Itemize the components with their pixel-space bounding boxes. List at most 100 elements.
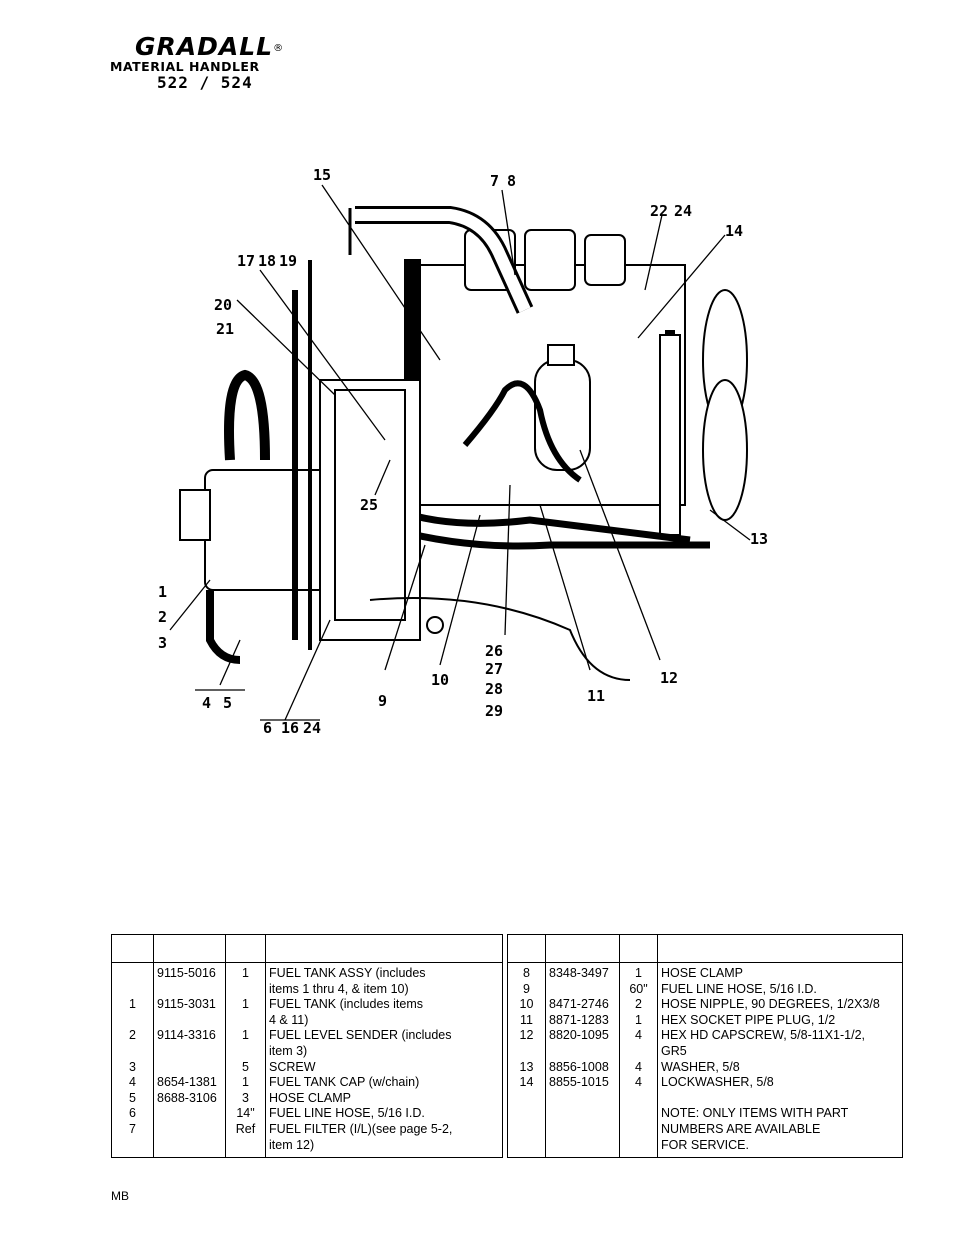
table-cell-text: 60" <box>629 981 648 996</box>
table-cell-text <box>226 1013 265 1029</box>
table-cell-text <box>620 1106 657 1122</box>
table-cell-text <box>620 1122 657 1138</box>
table-cell-text: 9115-3031 <box>157 997 216 1012</box>
table-cell-text: SCREW <box>269 1059 316 1074</box>
table-cell-text <box>112 966 153 982</box>
callout-label: 11 <box>587 687 605 705</box>
table-cell-text: GR5 <box>661 1043 687 1058</box>
table-cell-text <box>549 1091 619 1107</box>
table-cell-text <box>226 1044 265 1060</box>
callout-label: 19 <box>279 252 297 270</box>
header-cell <box>545 934 620 963</box>
table-cell-text: FUEL TANK ASSY (includes <box>269 966 426 980</box>
table-cell-text: 14 <box>519 1075 534 1090</box>
table-cell-text: FOR SERVICE. <box>661 1137 749 1152</box>
table-cell-text: NOTE: ONLY ITEMS WITH PART <box>661 1106 849 1121</box>
callout-label: 14 <box>725 222 743 240</box>
table-cell-text: 8856-1008 <box>549 1059 609 1074</box>
callout-label: 2 <box>158 608 167 626</box>
footer-code: MB <box>111 1189 129 1203</box>
callout-label: 3 <box>158 634 167 652</box>
leader-lines <box>169 184 751 721</box>
table-cell-text: 9 <box>523 981 530 996</box>
table-cell-text: 8688-3106 <box>157 1090 217 1105</box>
table-cell-text: HOSE CLAMP <box>661 966 743 980</box>
callout-label: 4 <box>202 694 211 712</box>
table-cell-text: 3 <box>242 1090 249 1105</box>
table-cell-text <box>157 1138 225 1154</box>
table-cell-text: 11 <box>520 1012 533 1027</box>
callout-label: 6 <box>263 719 272 737</box>
engine-drawing <box>179 206 748 681</box>
callout-label: 24 <box>303 719 321 737</box>
table-cell-text: LOCKWASHER, 5/8 <box>661 1075 774 1090</box>
table-cell-text <box>549 1138 619 1154</box>
table-cell-text: items 1 thru 4, & item 10) <box>269 981 409 996</box>
callout-label: 26 <box>485 642 503 660</box>
table-cell-text: 1 <box>242 1075 249 1090</box>
header-cell <box>265 934 503 963</box>
callout-label: 17 <box>237 252 255 270</box>
table-cell-text: 5 <box>129 1090 136 1105</box>
table-cell-text <box>157 1106 225 1122</box>
table-cell-text <box>620 1044 657 1060</box>
table-cell-text <box>549 982 619 998</box>
callout-label: 5 <box>223 694 232 712</box>
table-cell-text: 9114-3316 <box>157 1028 216 1043</box>
table-cell-text: 8348-3497 <box>549 966 609 980</box>
table-cell-text <box>620 1091 657 1107</box>
table-cell-text: 3 <box>129 1059 136 1074</box>
table-cell-text <box>112 982 153 998</box>
table-cell-text: 1 <box>129 997 136 1012</box>
model-number: 522 / 524 <box>157 73 253 92</box>
table-cell-text: 8471-2746 <box>549 997 609 1012</box>
table-cell-text: 8871-1283 <box>549 1012 609 1027</box>
product-subtitle: MATERIAL HANDLER <box>110 59 260 74</box>
table-header-row <box>111 934 903 963</box>
table-cell-text: 1 <box>242 997 249 1012</box>
header-cell <box>225 934 266 963</box>
table-cell-text: 4 & 11) <box>269 1012 309 1027</box>
callout-label: 10 <box>431 671 449 689</box>
table-cell-text: 4 <box>635 1059 642 1074</box>
table-cell-text <box>549 1106 619 1122</box>
table-cell-text: FUEL TANK CAP (w/chain) <box>269 1075 420 1090</box>
table-cell-text <box>549 1122 619 1138</box>
callout-label: 1 <box>158 583 167 601</box>
callout-label: 15 <box>313 166 331 184</box>
table-cell-text <box>549 1044 619 1060</box>
header-cell <box>153 934 226 963</box>
table-cell-text <box>157 982 225 998</box>
table-cell-text: 12 <box>519 1028 534 1043</box>
table-cell-text <box>508 1106 545 1122</box>
table-cell-text <box>508 1122 545 1138</box>
table-cell-text: 2 <box>635 997 642 1012</box>
header-cell <box>657 934 903 963</box>
table-cell-text: item 12) <box>269 1137 315 1152</box>
table-cell-text: 4 <box>635 1028 642 1043</box>
table-cell-text: 9115-5016 <box>157 966 216 980</box>
table-cell-text <box>226 982 265 998</box>
table-cell-text: HEX HD CAPSCREW, 5/8-11X1-1/2, <box>661 1028 866 1043</box>
table-cell-text <box>157 1044 225 1060</box>
table-cell-text: 1 <box>635 966 642 980</box>
callout-label: 13 <box>750 530 768 548</box>
table-cell-text <box>661 1091 902 1107</box>
table-cell-text: 6 <box>129 1106 136 1121</box>
callout-label: 16 <box>281 719 299 737</box>
table-cell-text: 4 <box>129 1075 136 1090</box>
table-cell-text: NUMBERS ARE AVAILABLE <box>661 1121 821 1136</box>
table-cell-text: 2 <box>129 1028 136 1043</box>
table-cell-text: 8855-1015 <box>549 1075 609 1090</box>
table-cell-text <box>112 1044 153 1060</box>
table-cell-text: FUEL FILTER (I/L)(see page 5-2, <box>269 1121 453 1136</box>
callout-label: 29 <box>485 702 503 720</box>
table-cell-text: FUEL LINE HOSE, 5/16 I.D. <box>269 1106 425 1121</box>
